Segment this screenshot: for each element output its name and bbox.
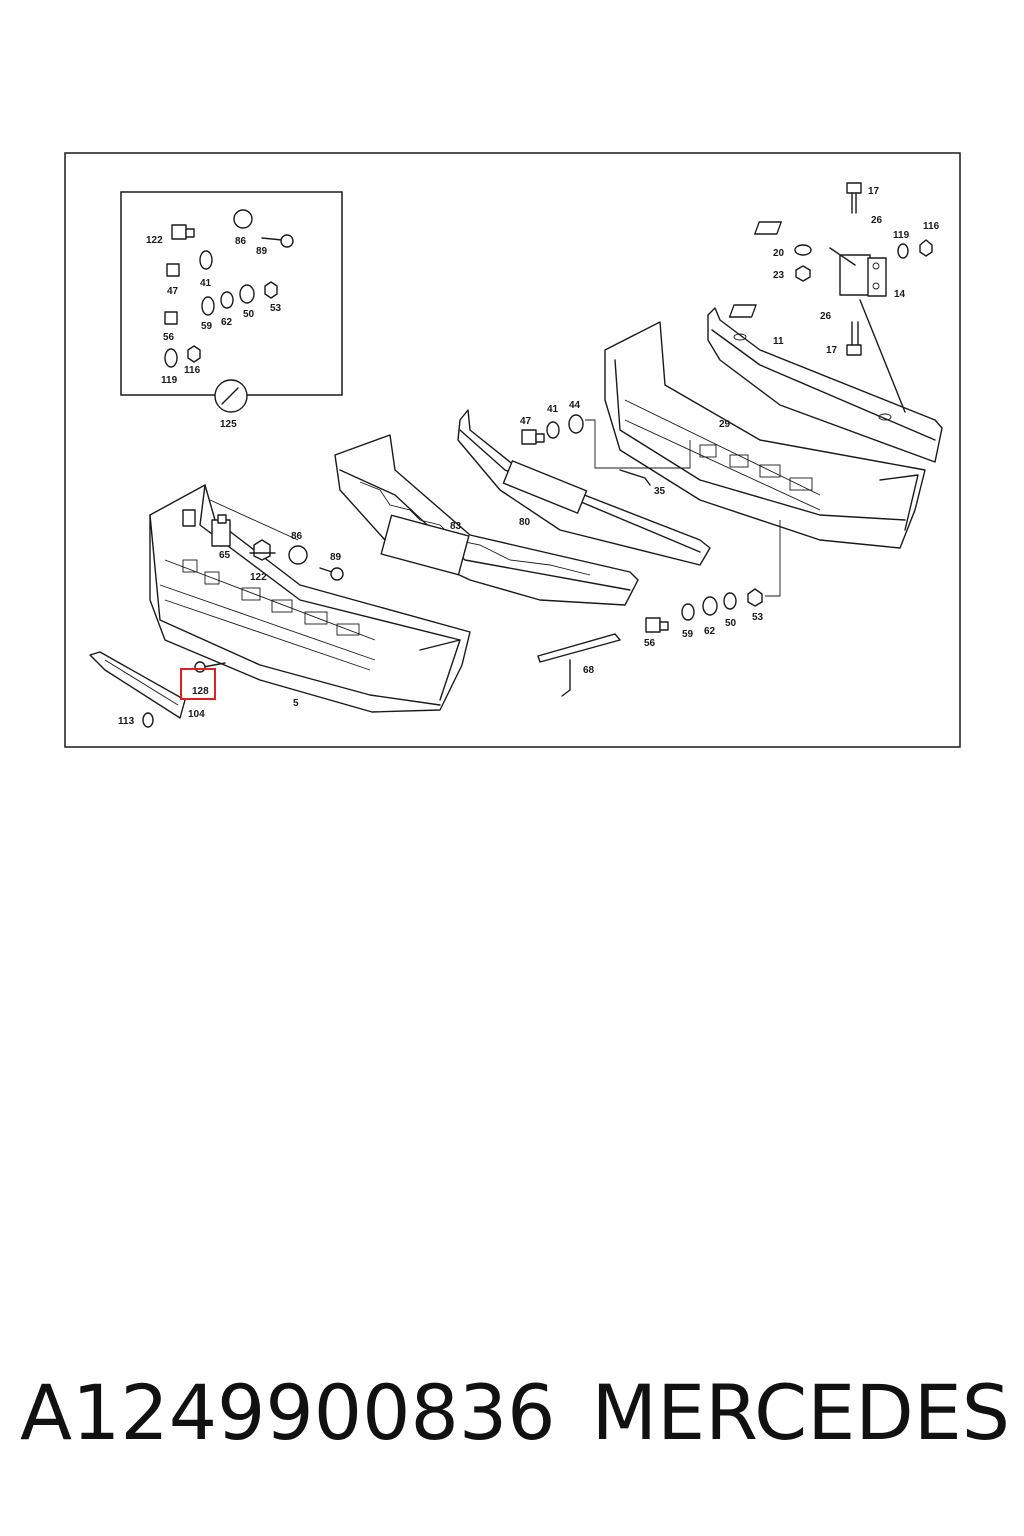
- impact-strip: [457, 409, 711, 566]
- callout-50-kit: 50: [243, 309, 255, 320]
- callout-113: 113: [118, 716, 135, 727]
- callout-62-kit: 62: [221, 317, 233, 328]
- callout-labels: 17 26 119 116 20 23 14 26 17 11 29 47 41…: [118, 186, 940, 727]
- callout-59-kit: 59: [201, 321, 213, 332]
- callout-62-bottom: 62: [704, 626, 716, 637]
- callout-41-kit: 41: [200, 278, 212, 289]
- bumper-support-bar: [707, 307, 943, 463]
- kit-parts: [164, 209, 294, 413]
- mid-fasteners: [209, 499, 344, 581]
- callout-86-kit: 86: [235, 236, 247, 247]
- callout-23: 23: [773, 270, 785, 281]
- callout-56-bottom: 56: [644, 638, 656, 649]
- callout-47-rear: 47: [520, 416, 532, 427]
- callout-11: 11: [773, 336, 784, 347]
- callout-119-kit: 119: [161, 375, 178, 386]
- rear-bumper-cover: [604, 321, 926, 549]
- callout-20: 20: [773, 248, 785, 259]
- mounting-bracket: [728, 182, 933, 413]
- callout-17-bottom: 17: [826, 345, 838, 356]
- bottom-right-fasteners: [645, 588, 763, 633]
- rear-fasteners: [521, 414, 781, 697]
- callout-89-kit: 89: [256, 246, 268, 257]
- callout-35: 35: [654, 486, 666, 497]
- callout-122-kit: 122: [146, 235, 163, 246]
- callout-128: 128: [192, 686, 209, 697]
- callout-14: 14: [894, 289, 906, 300]
- part-number: A1249900836: [20, 1368, 556, 1457]
- callout-125: 125: [220, 419, 237, 430]
- bumper-reinforcement: [334, 434, 639, 606]
- callout-65: 65: [219, 550, 231, 561]
- callout-26-top: 26: [871, 215, 883, 226]
- callout-5: 5: [293, 698, 299, 709]
- bumper-parts-diagram: 17 26 119 116 20 23 14 26 17 11 29 47 41…: [64, 152, 961, 748]
- callout-80: 80: [519, 517, 531, 528]
- part-caption: A1249900836 MERCEDES: [20, 1368, 1010, 1468]
- callout-44: 44: [569, 400, 581, 411]
- fastener-kit-box: [120, 191, 343, 396]
- callout-116-kit: 116: [184, 365, 201, 376]
- callout-26-bottom: 26: [820, 311, 832, 322]
- callout-86-mid: 86: [291, 531, 303, 542]
- callout-50-bottom: 50: [725, 618, 737, 629]
- callout-53-kit: 53: [270, 303, 282, 314]
- callout-29: 29: [719, 419, 731, 430]
- callout-89-mid: 89: [330, 552, 342, 563]
- callout-47-kit: 47: [167, 286, 179, 297]
- callout-116-right: 116: [923, 221, 940, 232]
- callout-83: 83: [450, 521, 462, 532]
- brand-name: MERCEDES: [591, 1368, 1010, 1457]
- callout-104: 104: [188, 709, 205, 720]
- callout-119-right: 119: [893, 230, 910, 241]
- callout-59-bottom: 59: [682, 629, 694, 640]
- callout-68: 68: [583, 665, 595, 676]
- callout-41-rear: 41: [547, 404, 559, 415]
- callout-122-mid: 122: [250, 572, 267, 583]
- callout-53-bottom: 53: [752, 612, 764, 623]
- callout-17-top: 17: [868, 186, 880, 197]
- callout-56-kit: 56: [163, 332, 175, 343]
- highlight-box: [180, 668, 216, 700]
